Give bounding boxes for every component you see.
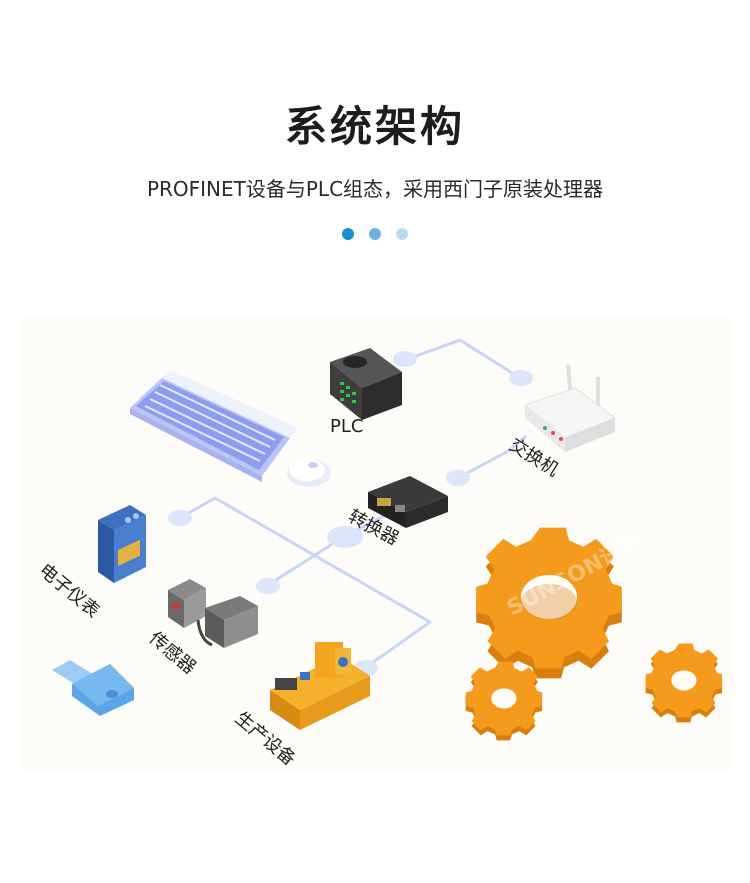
large-gear-icon — [476, 527, 622, 679]
page-subtitle: PROFINET设备与PLC组态，采用西门子原装处理器 — [146, 177, 604, 201]
line-plc-switch — [403, 338, 522, 380]
usb-stick-icon — [52, 660, 134, 716]
instrument-device-icon — [98, 505, 146, 583]
label-plc: PLC — [330, 416, 363, 437]
small-gear-left-icon — [465, 661, 543, 741]
line-switch-converter — [456, 435, 527, 480]
node-instrument — [168, 510, 192, 526]
mouse-icon — [287, 459, 331, 487]
keyboard-icon — [130, 370, 298, 482]
label-sensor: 传感器 — [145, 628, 200, 679]
production-equipment-icon — [270, 642, 370, 730]
node-plc — [393, 351, 417, 367]
small-gear-right-icon — [645, 643, 723, 723]
line-instrument-production — [178, 496, 432, 670]
pager-dot-3[interactable] — [396, 228, 408, 240]
node-hub — [327, 526, 363, 548]
pager-dot-2[interactable] — [369, 228, 381, 240]
node-switch — [509, 370, 533, 386]
sensor-device-icon — [168, 579, 258, 648]
node-sensor — [256, 578, 280, 594]
page-title: 系统架构 — [284, 102, 465, 151]
carousel-pager — [0, 228, 750, 240]
pager-dot-1[interactable] — [342, 228, 354, 240]
plc-device-icon — [330, 348, 402, 420]
converter-device-icon — [368, 476, 448, 528]
label-instrument: 电子仪表 — [35, 560, 104, 622]
node-switch-link — [446, 470, 470, 486]
switch-router-icon — [523, 364, 617, 452]
